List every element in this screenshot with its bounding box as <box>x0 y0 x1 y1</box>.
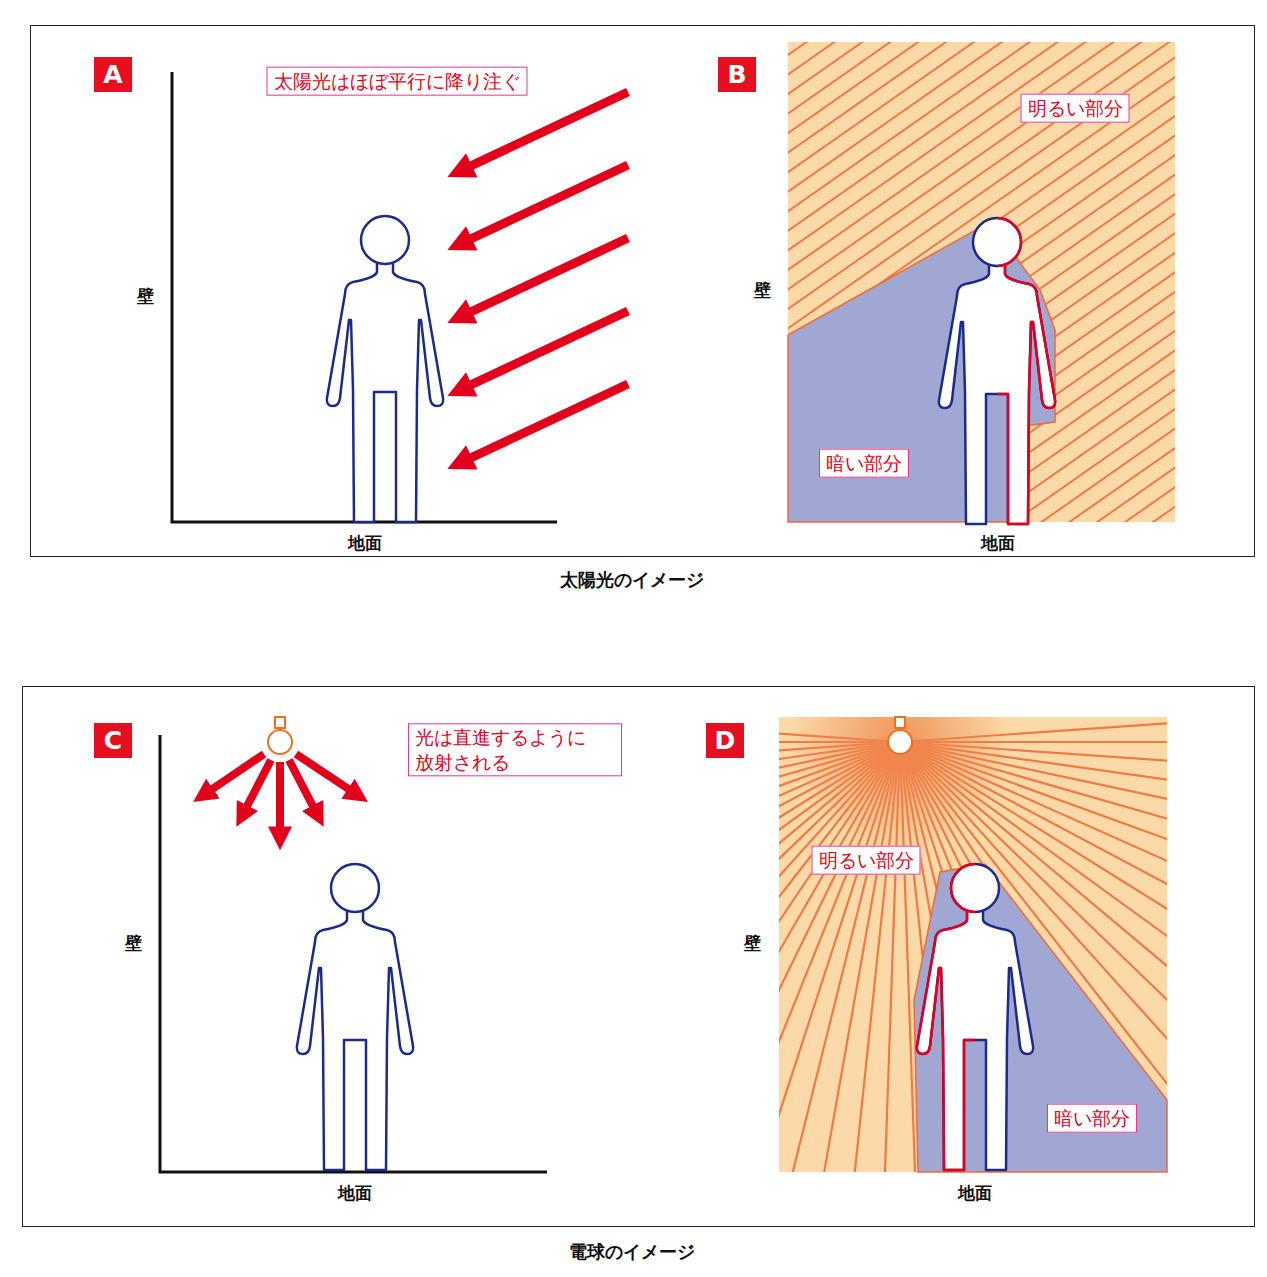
region-label-box: 暗い部分 <box>819 449 909 478</box>
lit-outline <box>917 864 975 1170</box>
panel-badge: D <box>706 723 744 758</box>
wall-ground-axes <box>160 735 547 1172</box>
bulb <box>268 730 292 754</box>
wall-label: 壁 <box>125 932 142 955</box>
panel-letter: C <box>94 723 132 758</box>
person-figure <box>917 864 1033 1170</box>
panel-badge: B <box>718 57 756 92</box>
region-label-box: 明るい部分 <box>812 846 921 875</box>
caption: 電球のイメージ <box>569 1240 695 1264</box>
panel-letter: D <box>706 723 744 758</box>
person-figure <box>939 218 1055 524</box>
bulb-socket <box>895 717 905 728</box>
note-box: 光は直進するように 放射される <box>408 723 622 776</box>
note-text: 光は直進するように 放射される <box>415 725 615 774</box>
light-arrows <box>205 754 356 836</box>
panel-b-art <box>788 42 1175 524</box>
bulb-socket <box>275 717 285 728</box>
note-box: 太陽光はほぼ平行に降り注ぐ <box>267 67 528 96</box>
panel-c-art <box>160 717 547 1172</box>
ground-label: 地面 <box>338 1182 372 1205</box>
region-label-box: 明るい部分 <box>1021 94 1130 123</box>
sunlight-arrows <box>462 92 628 462</box>
note-text: 明るい部分 <box>819 848 914 873</box>
wall-label: 壁 <box>754 279 771 302</box>
shadow-area <box>914 864 1167 1172</box>
panel-a-art <box>172 72 628 522</box>
panel-badge: C <box>94 723 132 758</box>
panel-badge: A <box>94 57 132 92</box>
caption: 太陽光のイメージ <box>560 568 704 592</box>
region-label-box: 暗い部分 <box>1047 1104 1137 1133</box>
bulb-glow <box>790 717 1010 852</box>
bulb <box>888 730 912 754</box>
ground-label: 地面 <box>958 1182 992 1205</box>
note-text: 太陽光はほぼ平行に降り注ぐ <box>274 69 521 94</box>
panel-d-art <box>100 632 1267 1277</box>
ground-label: 地面 <box>348 532 382 555</box>
panel-letter: A <box>94 57 132 92</box>
wall-label: 壁 <box>744 932 761 955</box>
note-text: 暗い部分 <box>826 451 902 476</box>
person-figure <box>297 864 413 1170</box>
panel-frame <box>31 26 1255 557</box>
note-text: 暗い部分 <box>1054 1106 1130 1131</box>
lit-outline <box>997 218 1055 524</box>
person-figure <box>327 216 443 522</box>
panel-letter: B <box>718 57 756 92</box>
panel-frame <box>23 687 1255 1227</box>
note-text: 明るい部分 <box>1028 96 1123 121</box>
wall-label: 壁 <box>137 285 154 308</box>
ground-label: 地面 <box>981 532 1015 555</box>
